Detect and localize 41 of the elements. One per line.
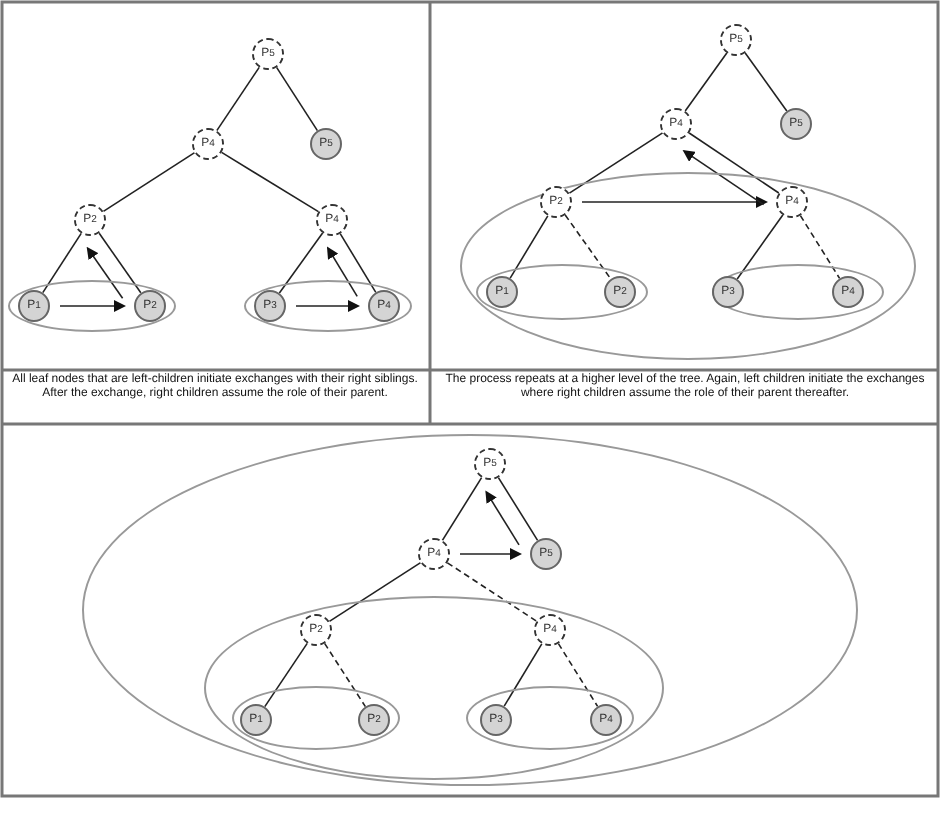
tree-edge: [216, 66, 260, 132]
tree-edge: [684, 52, 728, 112]
tree-edge: [278, 232, 324, 294]
tree-edge: [102, 151, 196, 213]
group-ellipse: [712, 264, 884, 320]
arrow: [86, 246, 124, 299]
arrow: [326, 246, 358, 298]
tree-edge: [564, 214, 612, 280]
tree-edge: [736, 214, 784, 280]
group-ellipse: [466, 686, 634, 750]
tree-edge: [264, 642, 308, 708]
group-ellipse: [476, 264, 648, 320]
tree-edge: [220, 151, 320, 213]
arrow: [59, 300, 126, 312]
arrow: [682, 150, 765, 206]
tree-edge: [42, 232, 82, 294]
group-ellipse: [244, 280, 412, 332]
tree-edge: [328, 561, 422, 623]
tree-edge: [275, 66, 319, 132]
group-ellipse: [232, 686, 400, 750]
tree-edge: [509, 215, 549, 279]
tree-edge: [98, 232, 142, 294]
group-ellipse: [82, 434, 858, 786]
arrow: [459, 548, 522, 560]
tree-edge: [339, 232, 377, 294]
tree-edge: [568, 132, 664, 194]
tree-edge: [799, 214, 841, 280]
tree-edge: [688, 132, 780, 194]
tree-edge: [503, 643, 543, 707]
group-ellipse: [460, 172, 916, 360]
tree-edge: [446, 562, 538, 622]
group-ellipse: [204, 596, 664, 780]
arrow: [295, 300, 360, 312]
tree-edge: [744, 52, 788, 112]
arrow: [485, 490, 520, 546]
tree-edge: [441, 476, 483, 542]
tree-edge: [557, 642, 599, 708]
group-ellipse: [8, 280, 176, 332]
arrow: [581, 196, 768, 208]
tree-edge: [497, 476, 539, 542]
tree-edge: [323, 642, 367, 708]
